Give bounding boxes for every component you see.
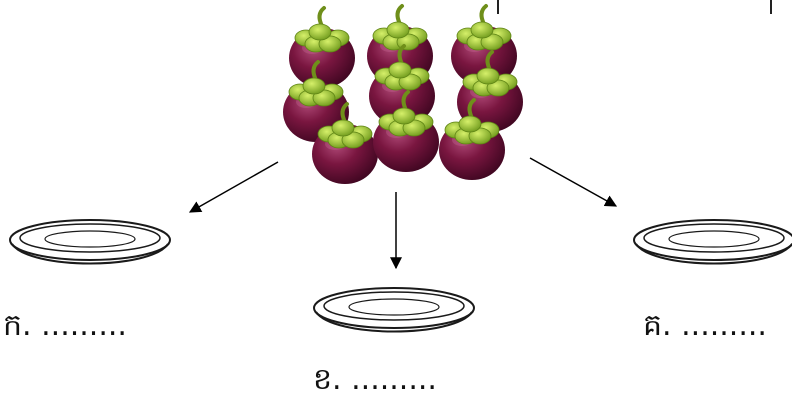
mangosteen-cluster [281, 4, 525, 186]
plate-c [633, 219, 792, 265]
arrow-to-plate-c [529, 157, 618, 207]
plate-b-label: ខ. ......... [313, 362, 437, 397]
top-edge-mark-2 [770, 0, 772, 14]
plate-a-label: ក. ......... [3, 308, 127, 343]
plate-c-label: គ. ......... [643, 308, 767, 343]
arrow-to-plate-a [188, 161, 279, 213]
plate-b [313, 287, 475, 333]
plate-a [9, 219, 171, 265]
mangosteen-1 [287, 6, 357, 90]
top-edge-mark-1 [497, 0, 499, 14]
